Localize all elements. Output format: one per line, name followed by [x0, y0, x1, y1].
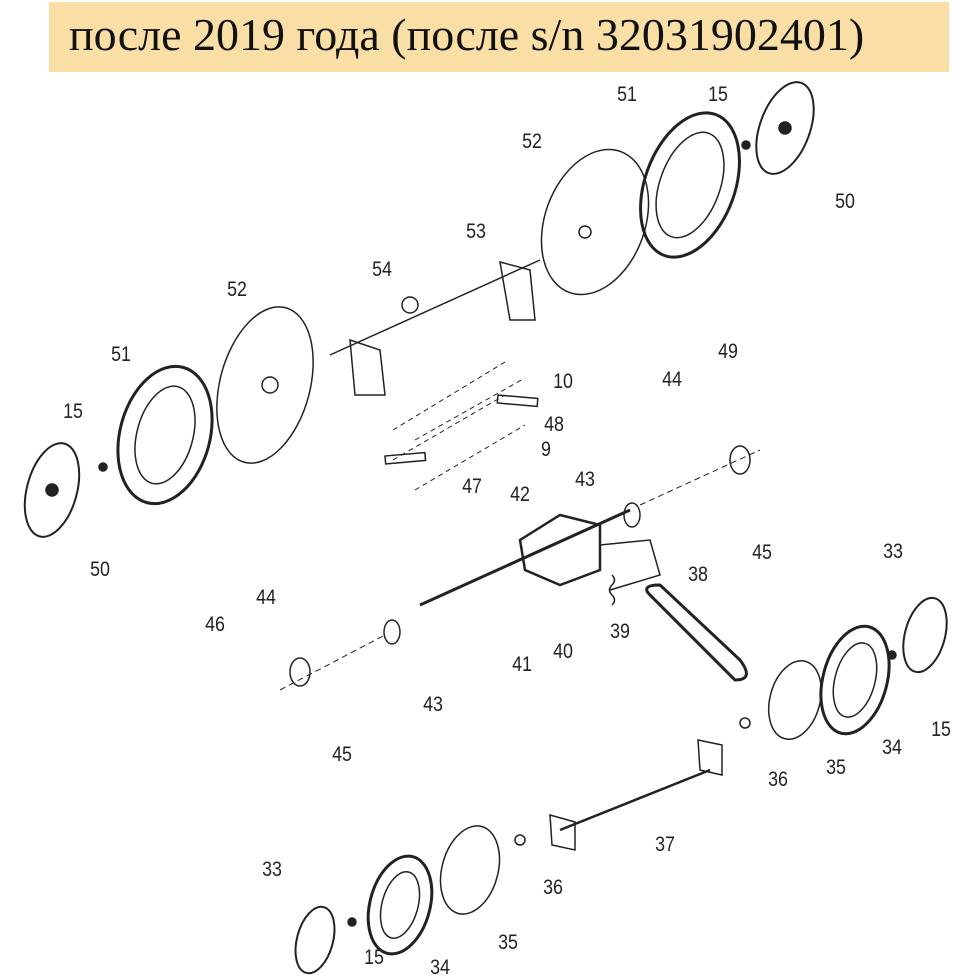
callout-label: 36 — [543, 876, 563, 899]
callout-label: 51 — [617, 83, 637, 106]
bracket-front-left — [549, 813, 576, 851]
spring-39 — [608, 574, 616, 606]
callout-label: 10 — [553, 370, 573, 393]
callout-label: 34 — [430, 956, 450, 979]
callout-label: 36 — [768, 768, 788, 791]
callout-label: 35 — [826, 756, 846, 779]
nut-15 — [741, 140, 751, 150]
callout-label: 42 — [510, 483, 530, 506]
bracket-front-right — [697, 739, 723, 776]
callout-label: 45 — [752, 541, 772, 564]
disc-52-top — [540, 148, 650, 296]
wheel-51-top — [639, 111, 741, 259]
wheel-34-right — [819, 624, 891, 736]
bracket-53 — [499, 260, 536, 321]
callout-label: 51 — [111, 343, 131, 366]
callout-label: 15 — [63, 400, 83, 423]
disc-35-right — [767, 660, 823, 740]
callout-label: 52 — [522, 130, 542, 153]
callout-label: 39 — [610, 620, 630, 643]
knob-54 — [401, 296, 419, 314]
callout-label: 54 — [372, 258, 392, 281]
disc-35-left — [439, 825, 501, 915]
callout-label: 33 — [262, 858, 282, 881]
hubcap-50-left — [23, 442, 81, 538]
front-axle-37 — [559, 768, 711, 832]
callout-label: 48 — [544, 413, 564, 436]
callout-label: 44 — [662, 368, 682, 391]
callout-label: 15 — [364, 946, 384, 969]
gear-46 — [289, 657, 311, 687]
callout-label: 45 — [332, 743, 352, 766]
callout-label: 44 — [256, 586, 276, 609]
drive-shaft-41 — [419, 508, 631, 607]
callout-label: 38 — [688, 563, 708, 586]
callout-label: 33 — [883, 540, 903, 563]
callout-label: 37 — [655, 833, 675, 856]
callout-label: 15 — [931, 718, 951, 741]
callout-label: 41 — [512, 653, 532, 676]
callout-label: 9 — [541, 438, 551, 461]
callout-label: 53 — [466, 220, 486, 243]
rear-axle-53 — [329, 259, 541, 356]
callout-label: 34 — [882, 736, 902, 759]
bearing-43-right — [623, 502, 641, 528]
plate-47 — [384, 451, 427, 465]
hubcap-33-left — [294, 905, 336, 975]
wheel-51-left — [116, 364, 214, 506]
callout-label: 49 — [718, 340, 738, 363]
hubcap-33-right — [902, 596, 948, 674]
callout-label: 52 — [227, 278, 247, 301]
callout-label: 15 — [708, 83, 728, 106]
gearbox — [518, 513, 602, 587]
bearing-43-left — [383, 619, 401, 645]
plate-48 — [496, 394, 539, 408]
title-banner: после 2019 года (после s/n 32031902401) — [49, 2, 949, 72]
lever-40 — [599, 539, 661, 591]
callout-label: 46 — [205, 613, 225, 636]
callout-label: 40 — [553, 640, 573, 663]
title-text: после 2019 года (после s/n 32031902401) — [69, 9, 865, 60]
callout-label: 43 — [423, 693, 443, 716]
bracket-left — [349, 338, 386, 396]
callout-label: 50 — [835, 190, 855, 213]
disc-52-left — [216, 306, 314, 464]
gear-49 — [729, 445, 751, 475]
hubcap-50-top — [755, 81, 815, 175]
callout-label: 35 — [498, 931, 518, 954]
callout-label: 47 — [462, 475, 482, 498]
callout-label: 43 — [575, 468, 595, 491]
belt-38 — [645, 583, 748, 682]
wheel-34-left — [366, 854, 434, 956]
callout-label: 50 — [90, 558, 110, 581]
